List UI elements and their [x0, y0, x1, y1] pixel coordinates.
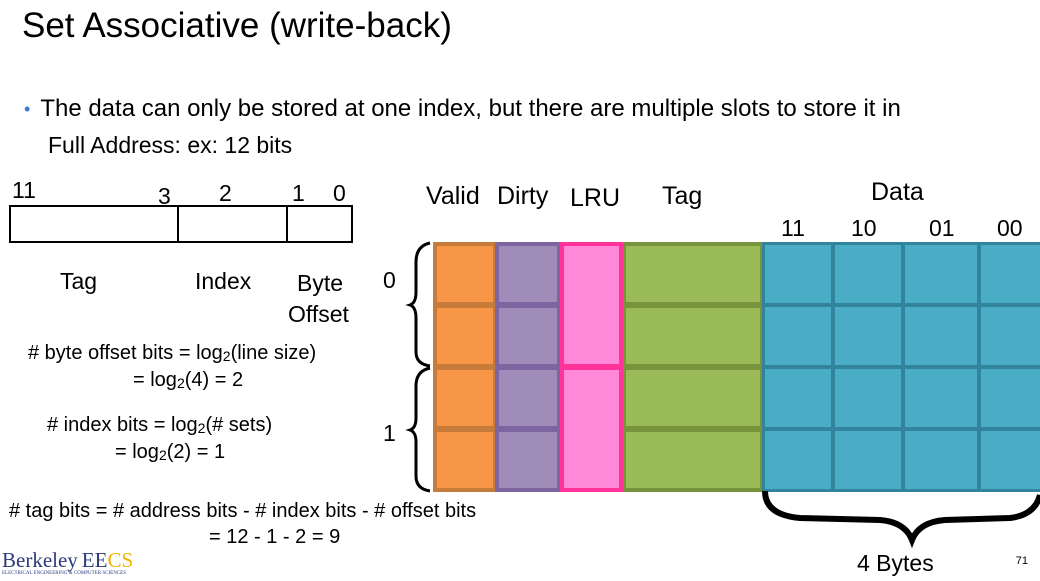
dirty-bit-cell — [495, 428, 561, 492]
index-field-label: Index — [195, 268, 252, 294]
bullet-icon: • — [24, 99, 31, 120]
tag-header: Tag — [662, 182, 703, 210]
offset-formula-2: = log2(4) = 2 — [133, 369, 244, 391]
data-col-10: 10 — [851, 215, 877, 241]
bit-label: 11 — [12, 177, 36, 203]
bit-label: 2 — [219, 180, 232, 206]
bytes-brace — [762, 490, 1040, 549]
page-number: 71 — [1015, 555, 1028, 567]
tag-field-label: Tag — [60, 268, 98, 294]
bytes-label: 4 Bytes — [857, 550, 934, 576]
data-byte-cell — [902, 428, 980, 492]
slide-title: Set Associative (write-back) — [22, 6, 452, 45]
tag-field — [11, 207, 179, 241]
data-byte-cell — [902, 366, 980, 430]
bit-label: 0 — [333, 180, 346, 206]
valid-bit-cell — [433, 428, 497, 492]
subtitle: Full Address: ex: 12 bits — [48, 132, 293, 158]
bullet-point: • The data can only be stored at one inde… — [24, 95, 901, 123]
index-formula-2: = log2(2) = 1 — [115, 441, 226, 463]
data-col-00: 00 — [997, 215, 1023, 241]
set-0-brace — [405, 241, 431, 368]
data-byte-cell — [978, 304, 1040, 368]
data-byte-cell — [978, 428, 1040, 492]
address-field-box — [9, 205, 353, 243]
lru-header: LRU — [570, 184, 621, 212]
bit-label: 1 — [292, 180, 305, 206]
set-label-0: 0 — [383, 267, 396, 293]
index-formula-1: # index bits = log2(# sets) — [47, 414, 273, 436]
tag-cell — [622, 428, 764, 492]
bit-label: 3 — [158, 183, 171, 209]
set-label-1: 1 — [383, 420, 396, 446]
dirty-header: Dirty — [497, 182, 549, 210]
data-header: Data — [871, 178, 924, 206]
data-byte-cell — [762, 428, 834, 492]
bullet-text: The data can only be stored at one index… — [40, 95, 901, 122]
dirty-bit-cell — [495, 304, 561, 368]
tag-formula-2: = 12 - 1 - 2 = 9 — [209, 526, 341, 548]
data-byte-cell — [762, 366, 834, 430]
offset-field-label-2: Offset — [288, 301, 349, 327]
set-1-brace — [405, 366, 431, 493]
offset-formula-1: # byte offset bits = log2(line size) — [28, 342, 317, 364]
valid-header: Valid — [426, 182, 480, 210]
lru-cell-set-1 — [560, 366, 623, 492]
data-col-11: 11 — [781, 215, 805, 241]
data-byte-cell — [832, 242, 904, 306]
data-byte-cell — [762, 304, 834, 368]
tag-formula-1: # tag bits = # address bits - # index bi… — [9, 500, 477, 522]
offset-field-label-1: Byte — [297, 270, 344, 296]
data-col-01: 01 — [929, 215, 955, 241]
index-field — [179, 207, 288, 241]
